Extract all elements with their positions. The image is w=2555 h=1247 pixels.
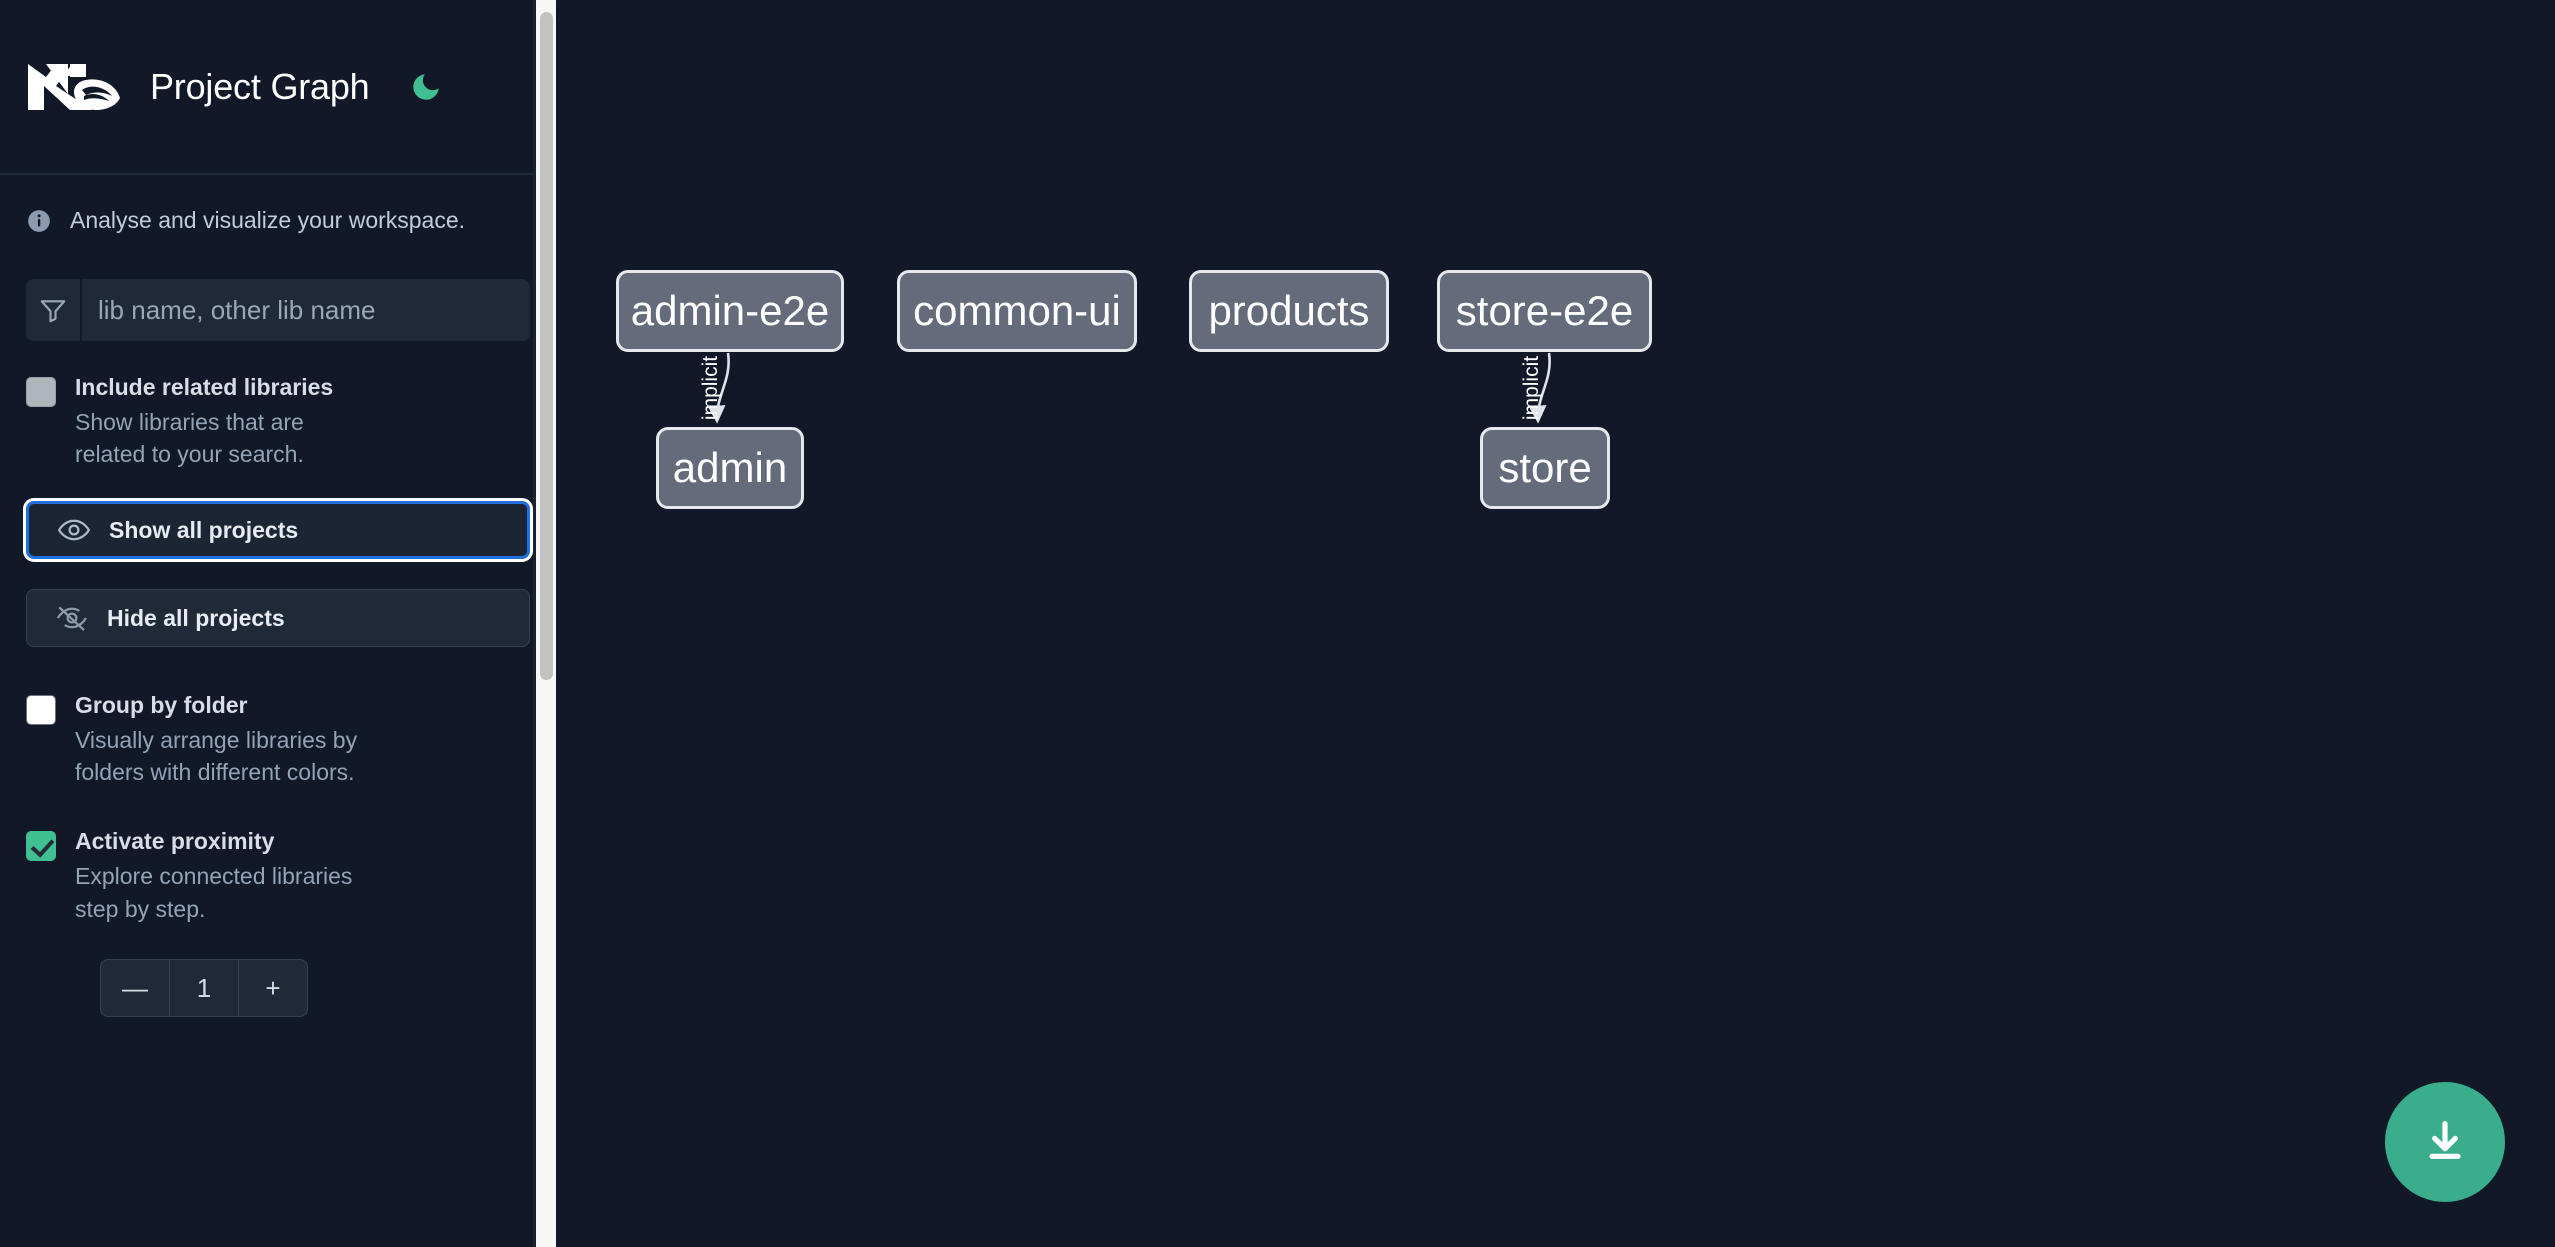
nx-logo-icon	[26, 56, 122, 118]
hide-all-projects-button[interactable]: Hide all projects	[26, 589, 530, 648]
graph-node-store-e2e[interactable]: store-e2e	[1437, 270, 1652, 352]
include-related-libraries-checkbox[interactable]	[26, 377, 56, 407]
funnel-icon	[26, 279, 82, 341]
hide-all-projects-label: Hide all projects	[107, 604, 285, 631]
activate-proximity-description: Explore connected libraries step by step…	[75, 862, 353, 922]
sidebar-body: Include related libraries Show libraries…	[0, 279, 556, 1018]
include-related-libraries-label: Include related libraries	[75, 374, 334, 400]
moon-icon[interactable]	[406, 67, 446, 107]
graph-node-store[interactable]: store	[1480, 427, 1610, 509]
info-icon	[26, 208, 52, 234]
show-all-projects-label: Show all projects	[109, 516, 299, 543]
graph-node-admin-e2e[interactable]: admin-e2e	[616, 270, 844, 352]
search-input[interactable]	[82, 279, 530, 341]
page-title: Project Graph	[150, 65, 370, 107]
graph-canvas[interactable]: implicit implicit admin-e2e common-ui pr…	[556, 0, 2555, 1247]
group-by-folder-description: Visually arrange libraries by folders wi…	[75, 726, 358, 786]
include-related-libraries-description: Show libraries that are related to your …	[75, 408, 304, 468]
activate-proximity-label: Activate proximity	[75, 828, 275, 855]
option-activate-proximity[interactable]: Activate proximity Explore connected lib…	[26, 827, 530, 925]
download-button[interactable]	[2385, 1082, 2505, 1202]
eye-icon	[57, 513, 91, 547]
option-group-by-folder[interactable]: Group by folder Visually arrange librari…	[26, 691, 530, 789]
edge-label: implicit	[699, 356, 722, 420]
sidebar-divider	[533, 0, 536, 1247]
group-by-folder-label: Group by folder	[75, 692, 248, 719]
proximity-stepper: — 1 +	[100, 959, 308, 1018]
activate-proximity-checkbox[interactable]	[26, 831, 56, 862]
graph-edges: implicit implicit	[699, 352, 1551, 424]
proximity-value: 1	[169, 960, 238, 1017]
sidebar-scrollbar[interactable]	[536, 0, 556, 1247]
edge-label: implicit	[1520, 356, 1543, 420]
graph-node-common-ui[interactable]: common-ui	[897, 270, 1137, 352]
sidebar: Project Graph Analyse and visualize your…	[0, 0, 556, 1247]
graph-node-products[interactable]: products	[1189, 270, 1389, 352]
sidebar-scrollbar-thumb[interactable]	[540, 12, 553, 680]
option-include-related-libraries[interactable]: Include related libraries Show libraries…	[26, 373, 530, 471]
group-by-folder-checkbox[interactable]	[26, 695, 56, 726]
download-icon	[2419, 1116, 2471, 1168]
sidebar-header: Project Graph	[0, 0, 556, 175]
workspace-info: Analyse and visualize your workspace.	[0, 175, 556, 234]
workspace-info-text: Analyse and visualize your workspace.	[70, 207, 466, 233]
proximity-increment-button[interactable]: +	[238, 960, 307, 1017]
show-all-projects-button[interactable]: Show all projects	[23, 498, 533, 563]
eye-off-icon	[55, 601, 89, 635]
graph-node-admin[interactable]: admin	[656, 427, 804, 509]
filter-row	[26, 279, 530, 341]
proximity-decrement-button[interactable]: —	[122, 972, 148, 1003]
